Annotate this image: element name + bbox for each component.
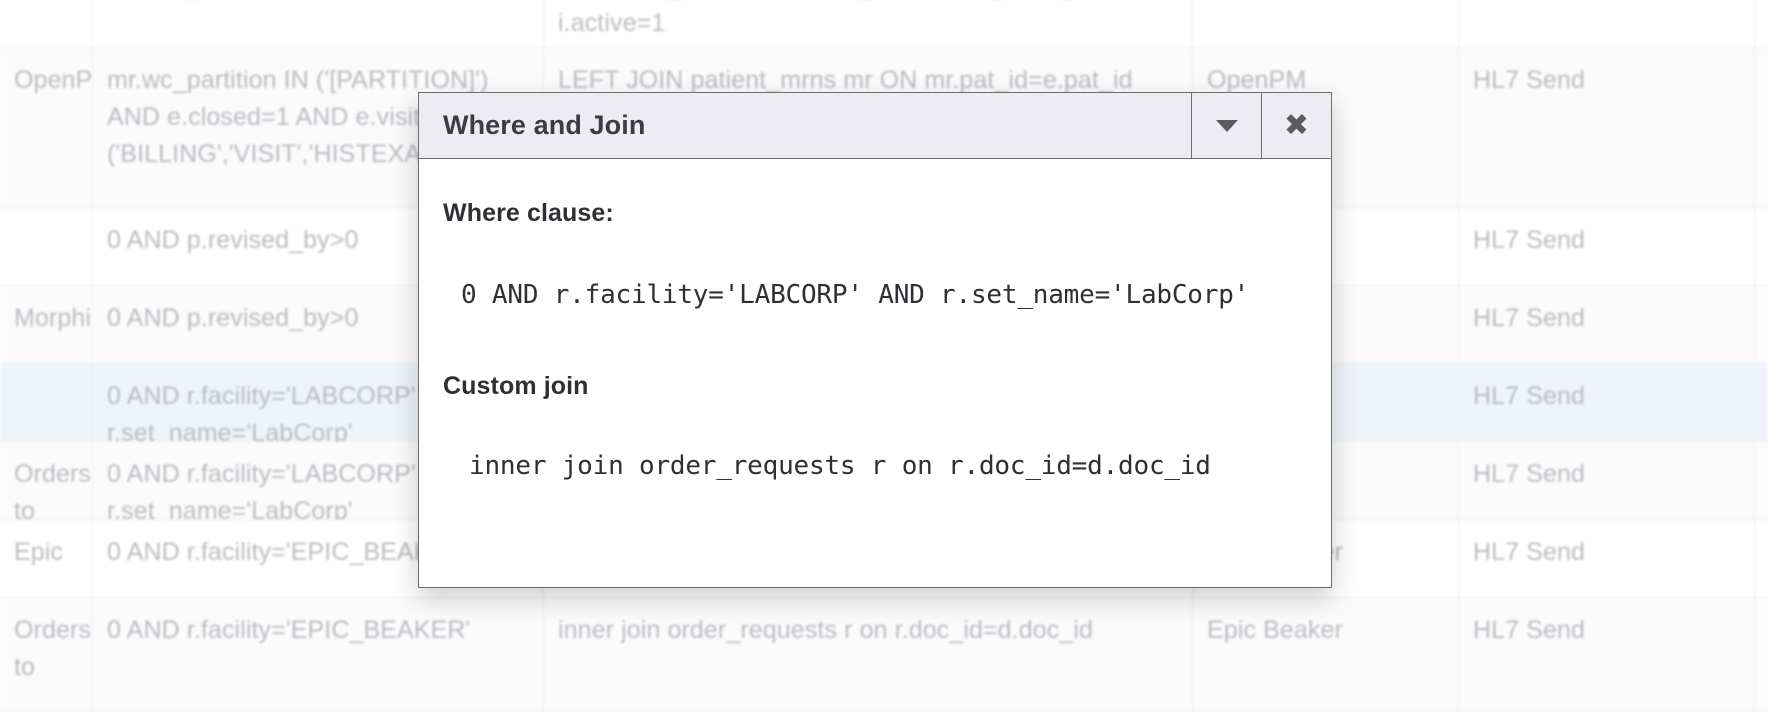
column-divider — [92, 598, 93, 711]
table-cell-source: Orders to — [14, 460, 92, 520]
column-divider — [92, 442, 93, 519]
column-divider — [1458, 48, 1459, 207]
column-divider — [92, 520, 93, 597]
table-cell-action: HL7 Send — [1473, 226, 1585, 254]
column-divider — [1458, 286, 1459, 363]
table-cell-extra — [1755, 520, 1768, 598]
table-row[interactable]: i.policy_id IS NULL insurance_policy i ON… — [0, 0, 1768, 48]
column-divider — [92, 286, 93, 363]
column-divider — [92, 48, 93, 207]
dialog-title: Where and Join — [443, 110, 646, 140]
column-divider — [1754, 598, 1755, 711]
table-cell-action: HL7 Send — [1473, 382, 1585, 410]
close-icon: ✖ — [1283, 107, 1310, 143]
column-divider — [543, 598, 544, 711]
column-divider — [1458, 598, 1459, 711]
where-clause-label: Where clause: — [443, 199, 614, 227]
table-cell-action: HL7 Send — [1473, 66, 1585, 94]
caret-down-icon — [1215, 119, 1238, 132]
table-cell-system: OpenPM — [1207, 66, 1307, 94]
column-divider — [1754, 48, 1755, 207]
table-cell-source: Orders to — [14, 616, 92, 681]
column-divider — [1754, 520, 1755, 597]
table-cell-extra — [1755, 208, 1768, 286]
dialog-close-button[interactable]: ✖ — [1261, 93, 1331, 158]
table-cell-join_clause: insurance_policy i ON i.pat_id=eb.fund_c… — [558, 9, 666, 37]
column-divider — [1458, 364, 1459, 441]
column-divider — [1754, 286, 1755, 363]
table-row[interactable]: Orders to 0 AND r.facility='EPIC_BEAKER' i… — [0, 598, 1768, 712]
custom-join-value[interactable]: inner join order_requests r on r.doc_id=… — [469, 451, 1211, 481]
table-cell-extra — [1755, 598, 1768, 712]
table-cell-action: HL7 Send — [1473, 304, 1585, 332]
column-divider — [1458, 0, 1459, 47]
table-cell-system: Epic Beaker — [1207, 616, 1343, 644]
column-divider — [1754, 364, 1755, 441]
table-cell-where_clause: 0 AND p.revised_by>0 — [107, 226, 359, 254]
custom-join-label: Custom join — [443, 372, 589, 400]
column-divider — [92, 0, 93, 47]
table-cell-action — [1459, 0, 1754, 48]
table-cell-action: HL7 Send — [1473, 460, 1585, 488]
table-cell-extra — [1755, 48, 1768, 208]
dialog-body: Where clause: 0 AND r.facility='LABCORP'… — [419, 159, 1331, 481]
table-cell-action: HL7 Send — [1473, 538, 1585, 566]
table-cell-extra — [1755, 442, 1768, 520]
table-cell-join_clause: inner join order_requests r on r.doc_id=… — [558, 616, 1093, 644]
table-cell-where_clause: i.policy_id IS NULL — [93, 0, 543, 48]
table-cell-extra — [1755, 364, 1768, 442]
column-divider — [92, 364, 93, 441]
table-cell-source — [0, 0, 92, 48]
table-cell-where_clause: 0 AND r.facility='EPIC_BEAKER' — [107, 616, 471, 644]
table-cell-extra — [1755, 286, 1768, 364]
table-cell-system — [1193, 0, 1458, 48]
column-divider — [1458, 442, 1459, 519]
column-divider — [92, 208, 93, 285]
table-cell-action: HL7 Send — [1473, 616, 1585, 644]
column-divider — [1192, 0, 1193, 47]
column-divider — [1754, 0, 1755, 47]
column-divider — [543, 0, 544, 47]
column-divider — [1458, 208, 1459, 285]
table-cell-source — [0, 208, 92, 286]
table-cell-source: Morphics — [14, 304, 92, 332]
table-cell-extra — [1755, 0, 1768, 48]
where-and-join-dialog: Where and Join ✖ Where clause: 0 AND r.f… — [418, 92, 1332, 588]
where-clause-value[interactable]: 0 AND r.facility='LABCORP' AND r.set_nam… — [461, 280, 1250, 310]
dialog-titlebar[interactable]: Where and Join ✖ — [419, 93, 1331, 159]
column-divider — [1754, 442, 1755, 519]
table-cell-join_clause: LEFT JOIN patient_mrns mr ON mr.pat_id=e… — [558, 66, 1133, 94]
column-divider — [1754, 208, 1755, 285]
table-cell-where_clause: 0 AND r.facility='LABCORP' AND r.set_nam… — [107, 460, 474, 520]
column-divider — [1192, 598, 1193, 711]
table-cell-where_clause: 0 AND p.revised_by>0 — [107, 304, 359, 332]
dialog-dropdown-button[interactable] — [1191, 93, 1261, 158]
table-cell-source: Epic — [14, 538, 64, 566]
table-cell-source: OpenPM — [14, 66, 92, 94]
column-divider — [1458, 520, 1459, 597]
table-cell-source — [0, 364, 92, 442]
